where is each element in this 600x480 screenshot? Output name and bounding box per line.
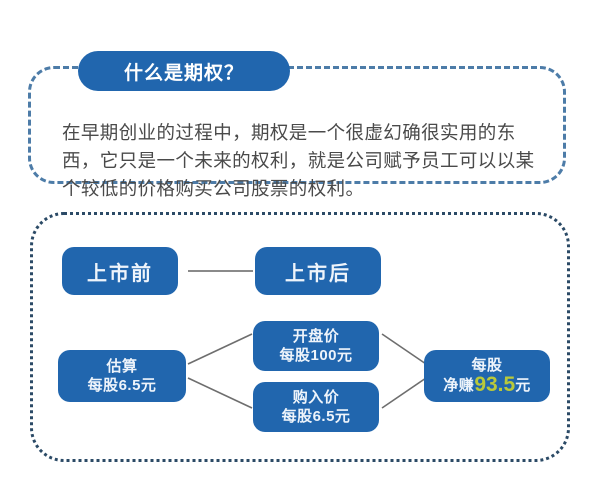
node-profit-prefix: 净赚 bbox=[443, 377, 475, 394]
explainer-title-badge: 什么是期权？ bbox=[78, 51, 290, 91]
node-profit[interactable]: 每股 净赚93.5元 bbox=[424, 350, 550, 402]
explainer-title-text: 什么是期权？ bbox=[123, 62, 244, 84]
node-buy-price-value: 每股6.5元 bbox=[281, 407, 351, 425]
node-post-ipo[interactable]: 上市后 bbox=[255, 247, 381, 295]
connector-estimate-to-open bbox=[187, 333, 253, 365]
node-open-price[interactable]: 开盘价 每股100元 bbox=[253, 321, 379, 371]
diagram-connectors bbox=[187, 270, 427, 409]
explainer-body-text: 在早期创业的过程中，期权是一个很虚幻确很实用的东西，它只是一个未来的权利，就是公… bbox=[62, 121, 535, 199]
node-buy-price-title: 购入价 bbox=[292, 388, 340, 406]
node-estimate[interactable]: 估算 每股6.5元 bbox=[58, 350, 186, 402]
node-open-price-title: 开盘价 bbox=[292, 327, 340, 345]
connector-open-to-profit bbox=[381, 333, 427, 365]
node-profit-title: 每股 bbox=[471, 357, 503, 374]
explainer-panel bbox=[28, 66, 566, 184]
node-profit-suffix: 元 bbox=[515, 377, 531, 394]
node-profit-amount: 93.5 bbox=[474, 373, 516, 396]
node-profit-value-row: 净赚93.5元 bbox=[443, 373, 531, 396]
node-pre-ipo[interactable]: 上市前 bbox=[62, 247, 178, 295]
node-open-price-value: 每股100元 bbox=[279, 346, 353, 364]
node-estimate-title: 估算 bbox=[106, 357, 138, 375]
node-pre-ipo-label: 上市前 bbox=[87, 262, 153, 285]
node-post-ipo-label: 上市后 bbox=[285, 262, 351, 285]
connector-estimate-to-buy bbox=[187, 377, 253, 409]
diagram-panel bbox=[30, 212, 570, 462]
node-buy-price[interactable]: 购入价 每股6.5元 bbox=[253, 382, 379, 432]
node-estimate-value: 每股6.5元 bbox=[87, 376, 157, 394]
connector-buy-to-profit bbox=[381, 377, 427, 409]
